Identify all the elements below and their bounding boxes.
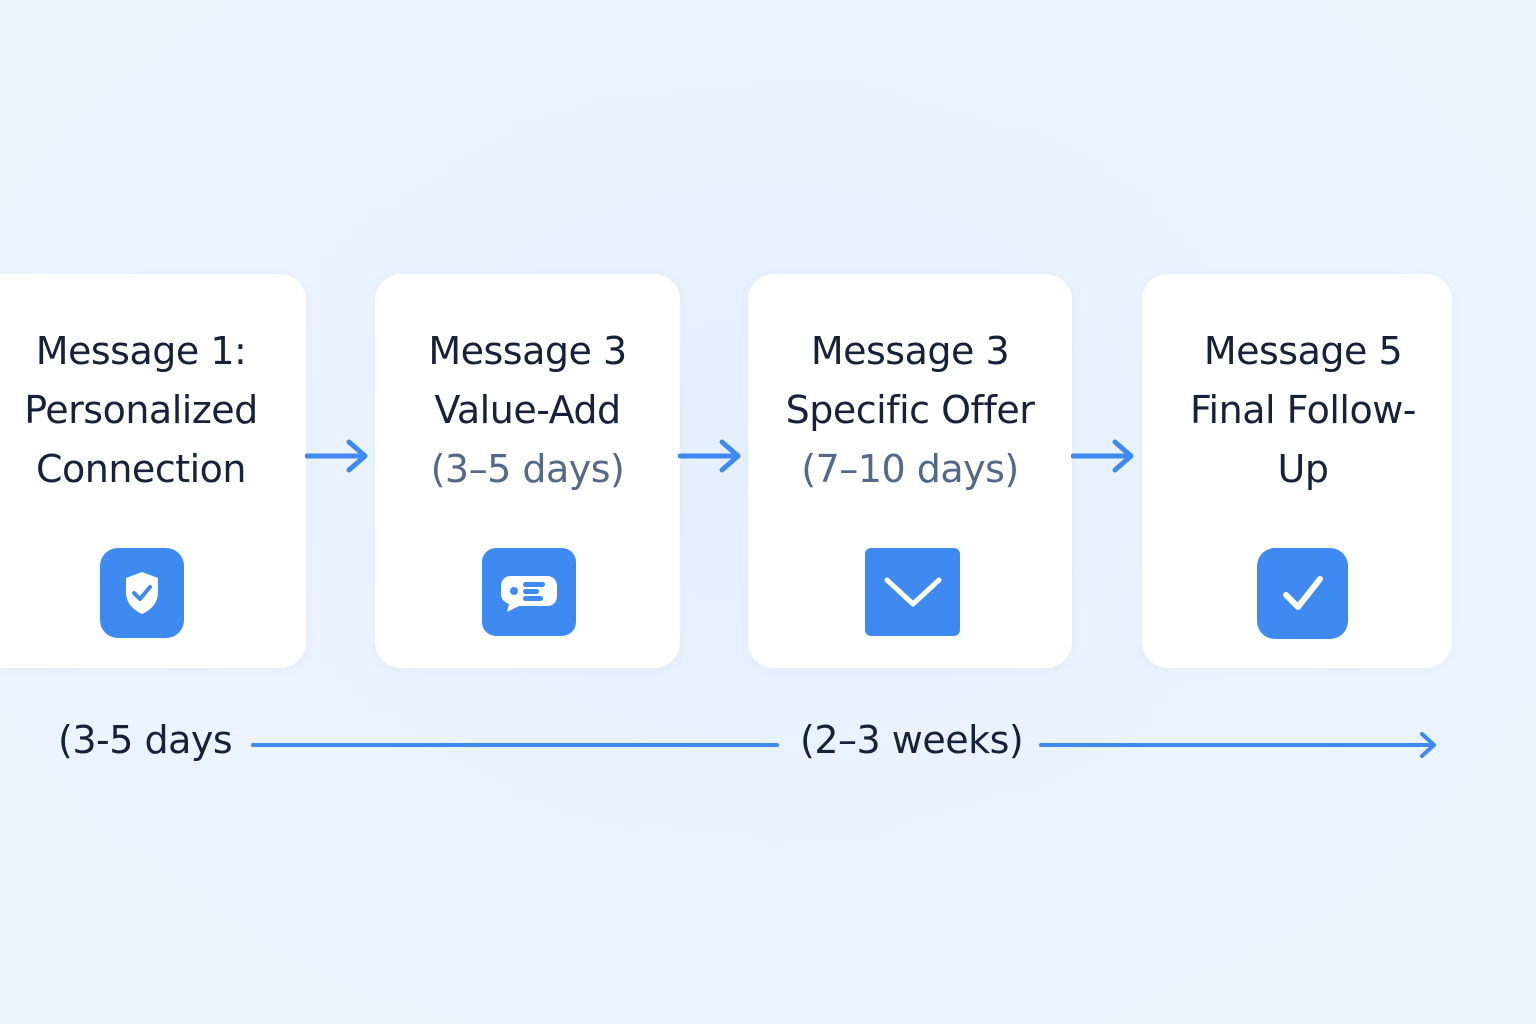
flow-arrow-3: [1071, 439, 1134, 473]
step-4-title-line-3: Up: [1277, 447, 1329, 491]
timeline-start-label: (3-5 days: [58, 718, 233, 762]
step-1-title-line-1: Message 1:: [35, 329, 247, 373]
step-2-title-line-2: Value-Add: [434, 388, 621, 432]
chat-bubble-icon: [482, 548, 576, 636]
timeline-middle-label: (2–3 weeks): [800, 718, 1024, 762]
timeline-arrow-right: [1039, 732, 1436, 758]
flow-arrow-2: [678, 439, 741, 473]
step-3-title: Message 3 Specific Offer (7–10 days): [748, 322, 1072, 499]
step-3-title-line-1: Message 3: [810, 329, 1010, 373]
step-1-title-line-3: Connection: [35, 447, 247, 491]
step-2-timing: (3–5 days): [430, 447, 625, 491]
step-4-title-line-1: Message 5: [1203, 329, 1403, 373]
step-3-title-line-2: Specific Offer: [785, 388, 1035, 432]
checkmark-icon: [1257, 548, 1348, 639]
step-4-title-line-2: Final Follow-: [1189, 388, 1417, 432]
flow-arrow-1: [305, 439, 368, 473]
timeline-line-left: [251, 743, 779, 747]
step-3-timing: (7–10 days): [801, 447, 1019, 491]
chevron-down-icon: [865, 548, 960, 636]
step-2-title-line-1: Message 3: [428, 329, 627, 373]
step-1-title: Message 1: Personalized Connection: [0, 322, 282, 499]
step-2-title: Message 3 Value-Add (3–5 days): [375, 322, 680, 499]
step-4-title: Message 5 Final Follow- Up: [1142, 322, 1464, 499]
step-1-title-line-2: Personalized: [24, 388, 258, 432]
shield-check-icon: [100, 548, 184, 638]
